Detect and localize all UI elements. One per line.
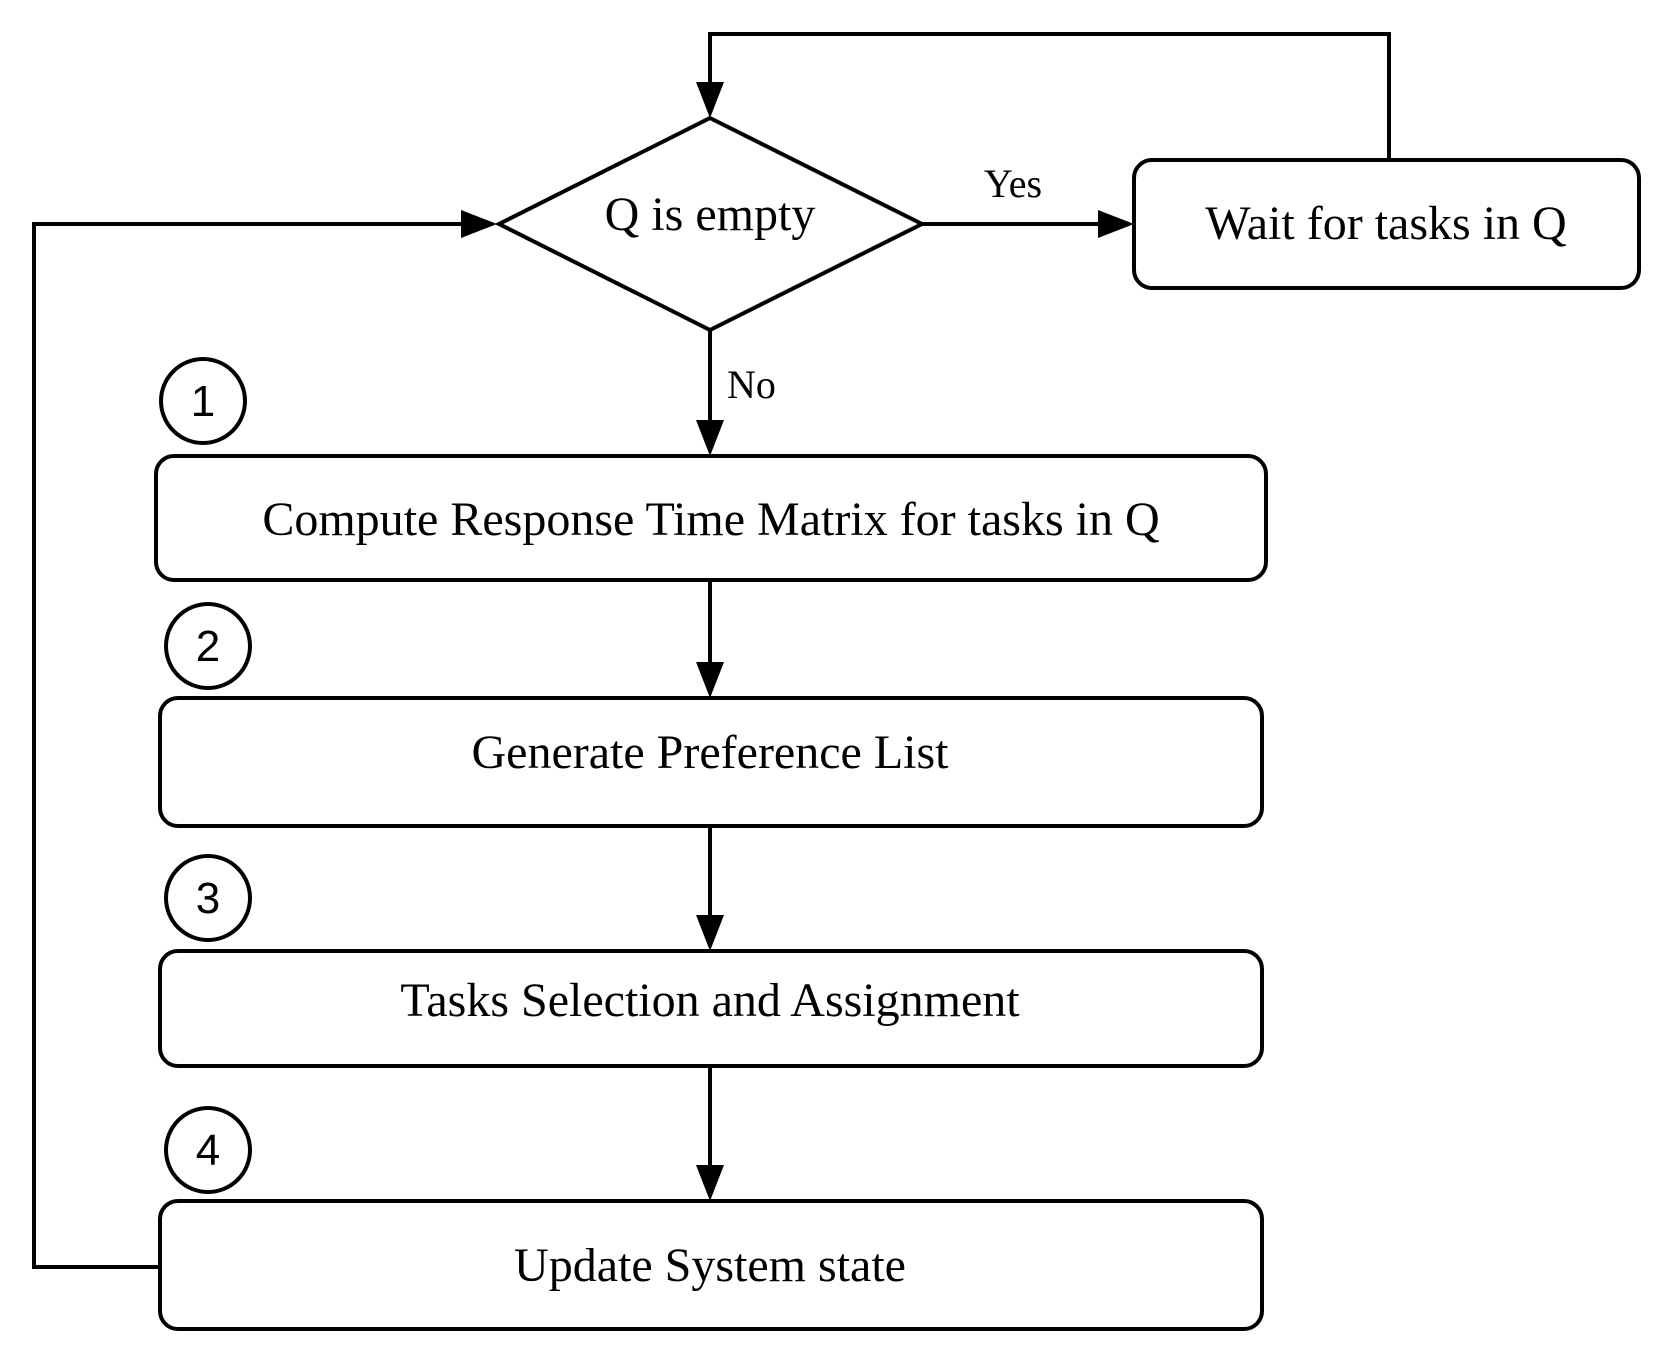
step3-to-step4-connector (696, 1066, 724, 1201)
wait-label: Wait for tasks in Q (1205, 197, 1566, 250)
step-1-label: Compute Response Time Matrix for tasks i… (262, 493, 1159, 546)
step-3-number: 3 (196, 874, 220, 923)
no-arrowhead (696, 420, 724, 456)
step-2: 2 Generate Preference List (158, 602, 1264, 828)
step-1-number-circle (159, 357, 247, 445)
wait-loop-arrowhead (696, 82, 724, 118)
wait-box (1132, 158, 1641, 290)
decision-label: Q is empty (605, 188, 816, 241)
step-2-number: 2 (196, 622, 220, 671)
return-loop-arrowhead (461, 210, 497, 238)
decision-diamond (494, 115, 927, 333)
step-4-number-circle (164, 1106, 252, 1194)
step-4-box (158, 1199, 1264, 1331)
step2-to-step3-arrowhead (696, 915, 724, 951)
step-3-label: Tasks Selection and Assignment (400, 974, 1020, 1027)
step-2-label: Generate Preference List (471, 726, 949, 779)
yes-arrowhead (1098, 210, 1134, 238)
step1-to-step2-connector (696, 580, 724, 698)
no-connector (696, 330, 724, 456)
step-2-box (158, 696, 1264, 828)
step-4: 4 Update System state (158, 1106, 1264, 1331)
step-4-label: Update System state (514, 1239, 906, 1292)
decision-node: Q is empty (494, 115, 927, 333)
yes-connector (922, 210, 1134, 238)
yes-label: Yes (984, 161, 1042, 206)
step-3-number-circle (164, 854, 252, 942)
step3-to-step4-arrowhead (696, 1165, 724, 1201)
wait-node: Wait for tasks in Q (1132, 158, 1641, 290)
step-1-number: 1 (191, 377, 215, 426)
step-1: 1 Compute Response Time Matrix for tasks… (154, 357, 1268, 582)
step-1-box (154, 454, 1268, 582)
step2-to-step3-connector (696, 826, 724, 951)
step-2-number-circle (164, 602, 252, 690)
wait-loop-connector (696, 32, 1391, 160)
step-3: 3 Tasks Selection and Assignment (158, 854, 1264, 1068)
step-4-number: 4 (196, 1126, 220, 1175)
step1-to-step2-arrowhead (696, 662, 724, 698)
step-3-box (158, 949, 1264, 1068)
return-loop-connector (32, 210, 497, 1269)
no-label: No (727, 362, 776, 407)
